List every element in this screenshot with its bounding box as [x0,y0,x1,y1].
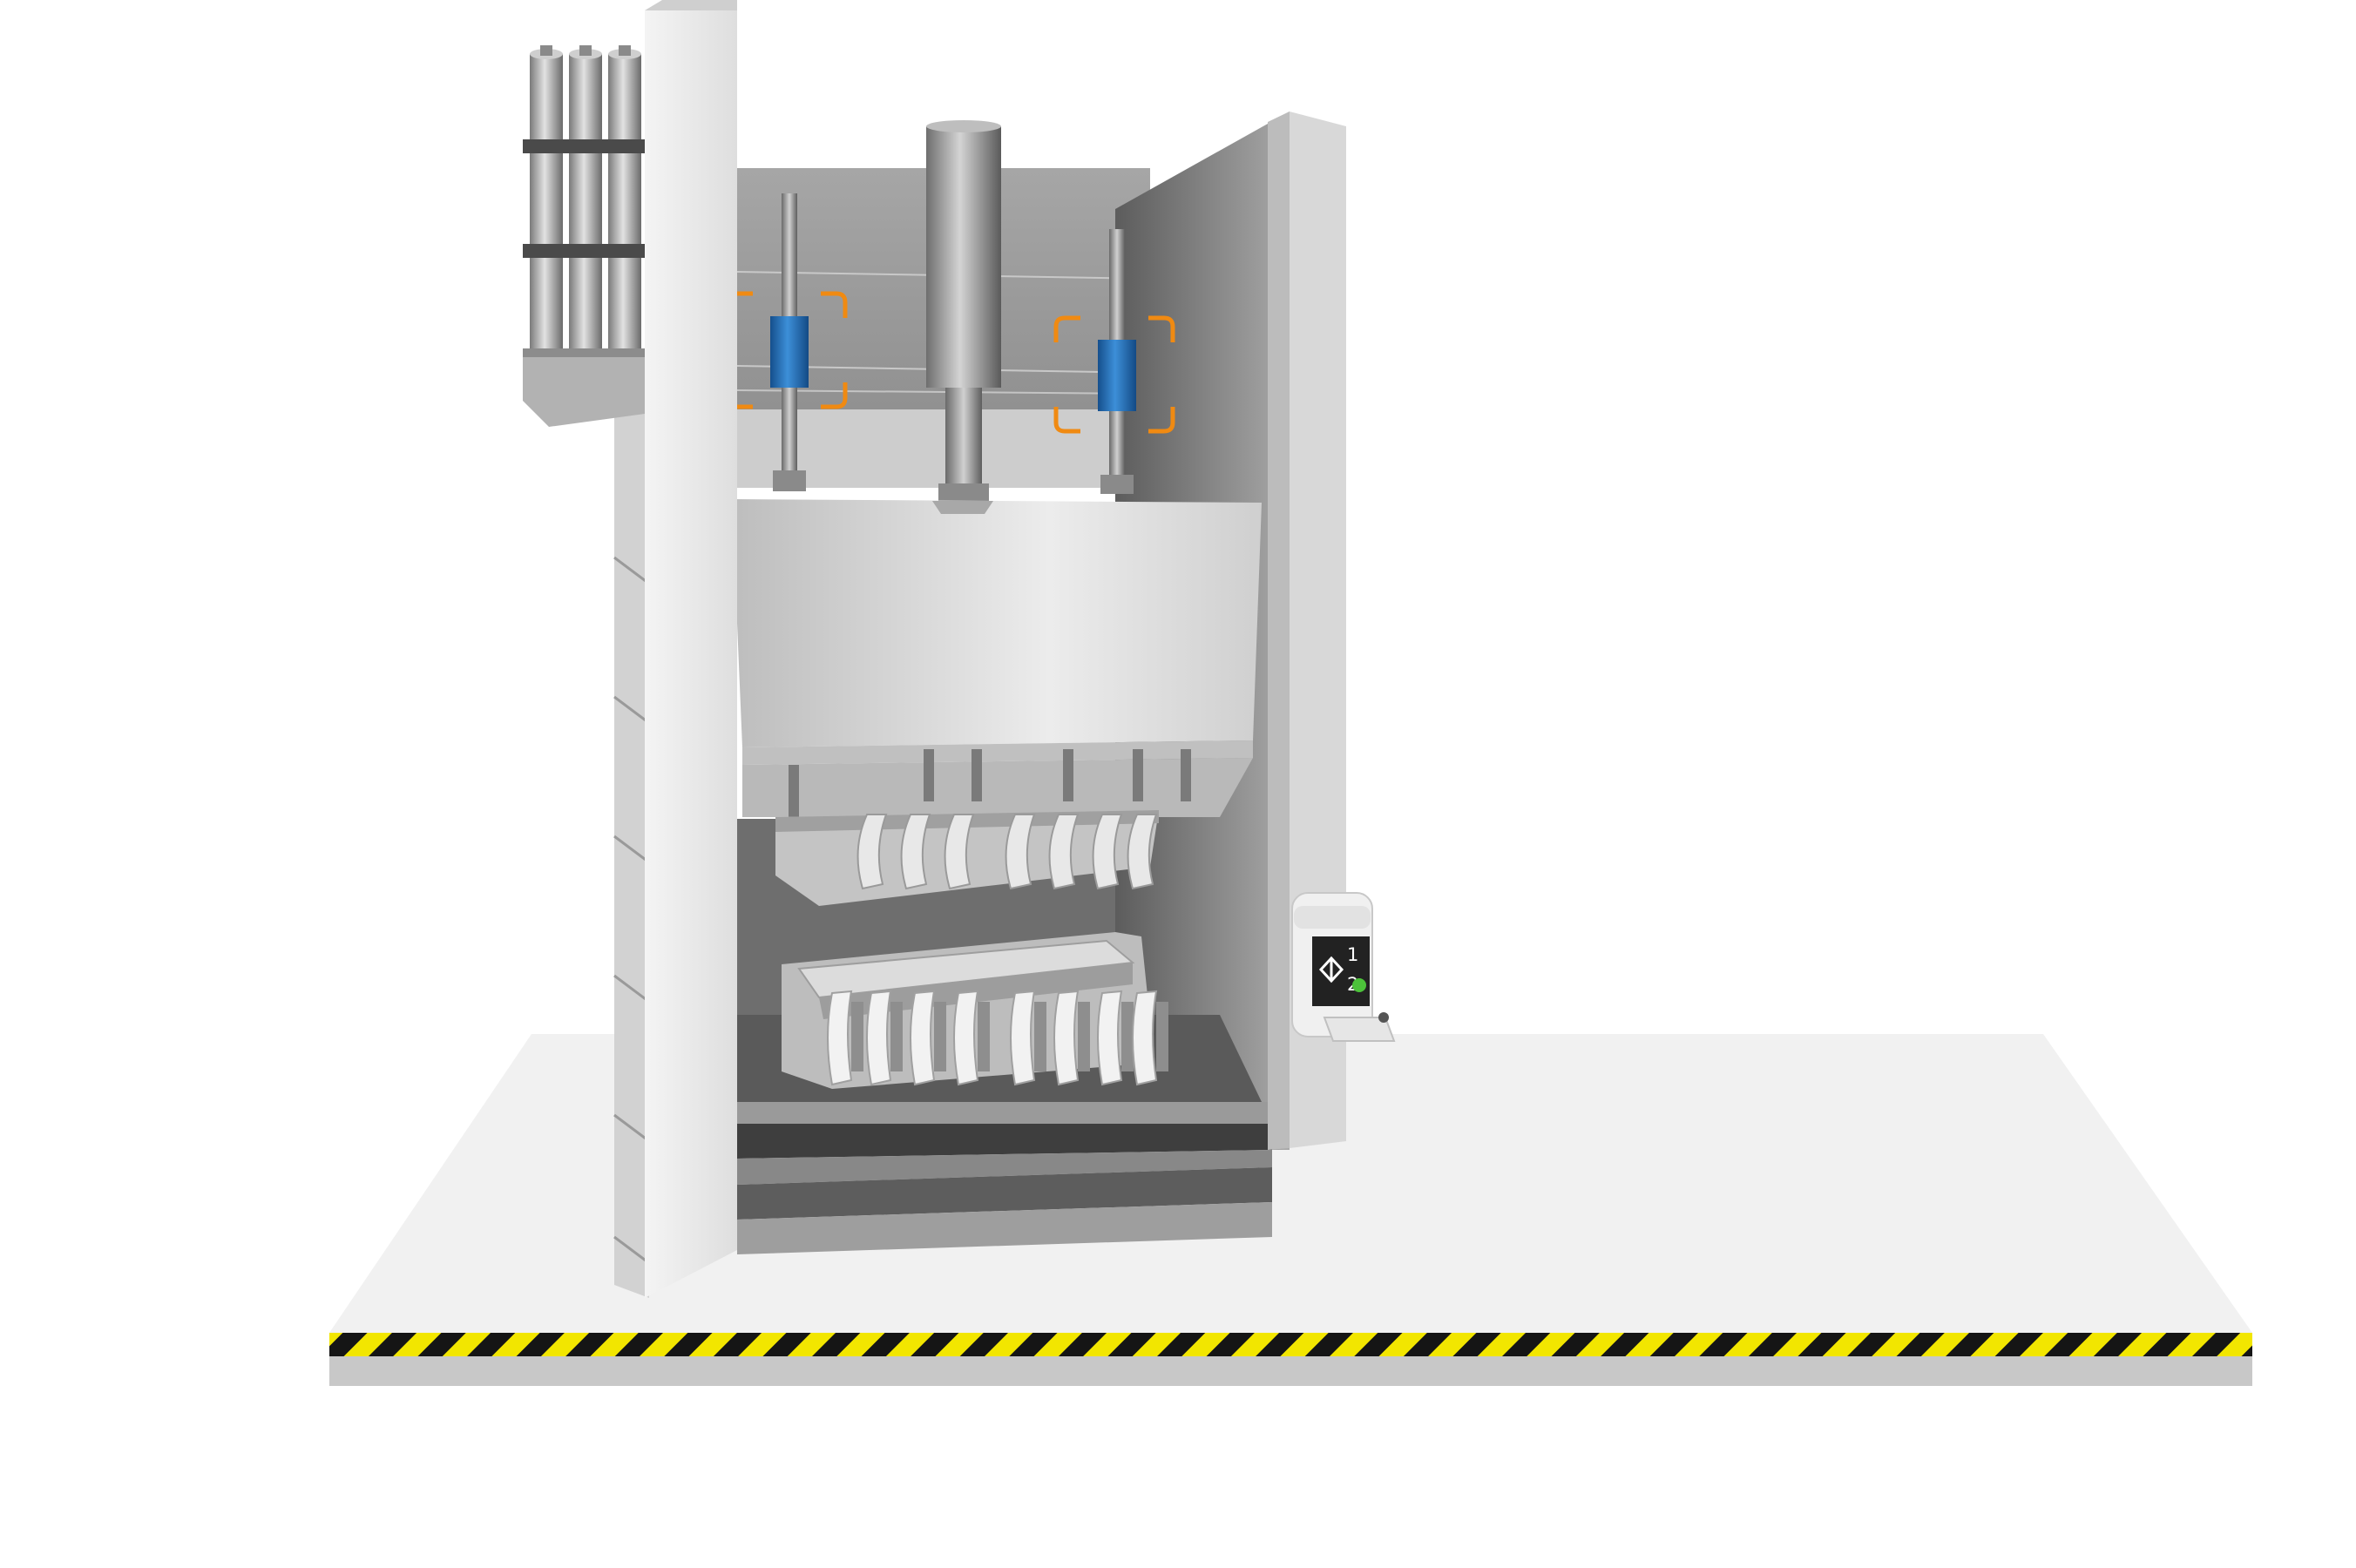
press-ram [732,499,1262,817]
focus-bracket-corner [1053,407,1080,434]
pillar-seam [613,835,650,864]
pillar-seam [613,1235,650,1265]
ram-bolt [789,765,799,817]
pillar-seam [613,1113,650,1143]
gas-tank [569,54,602,350]
gas-tank-bank [523,45,645,427]
pillar-seam [613,556,650,585]
ram-bolt [1133,749,1143,801]
upper-die-tooth [1127,814,1158,890]
upper-die-tooth [900,814,931,890]
focus-bracket-corner [821,291,848,318]
press-right-pillar [1268,112,1346,1150]
upper-die [775,810,1159,906]
guide-rod-right [1098,229,1136,494]
ram-bolt [1063,749,1073,801]
gas-tank [530,54,563,350]
lower-die-tooth [1010,990,1036,1086]
focus-bracket-corner [821,382,848,409]
control-panel-button[interactable] [1378,1012,1389,1023]
ram-bolt [972,749,982,801]
lower-die-tooth [1053,990,1080,1086]
ram-bolt [924,749,934,801]
status-light [1352,978,1366,992]
focus-bracket-corner [1148,315,1175,342]
upper-die-tooth [1048,814,1080,890]
lower-die-tooth [910,990,936,1086]
press-left-pillar [613,0,737,1298]
lower-die-tooth [953,990,979,1086]
sensor-label-top: 1 [1347,944,1358,965]
pillar-seam [613,974,650,1004]
focus-bracket-corner [1148,407,1175,434]
upper-die-tooth [944,814,975,890]
blue-cylinder-right [1098,340,1136,411]
lower-die-tooth [827,990,853,1086]
main-hydraulic-cylinder [926,120,1001,503]
lower-die [782,932,1168,1089]
ram-bolt [1181,749,1191,801]
control-panel[interactable]: 1 2 [1291,892,1396,1042]
hazard-stripe [329,1333,2252,1356]
focus-bracket-corner [1053,315,1080,342]
upper-die-tooth [1092,814,1123,890]
upper-die-tooth [1005,814,1036,890]
lower-die-tooth [1097,990,1123,1086]
pillar-seam [613,695,650,725]
blue-cylinder-left [770,316,809,388]
gas-tank [608,54,641,350]
upper-die-tooth [856,814,888,890]
guide-rod-left [770,193,809,491]
lower-die-tooth [866,990,892,1086]
lower-die-tooth [1132,990,1158,1086]
